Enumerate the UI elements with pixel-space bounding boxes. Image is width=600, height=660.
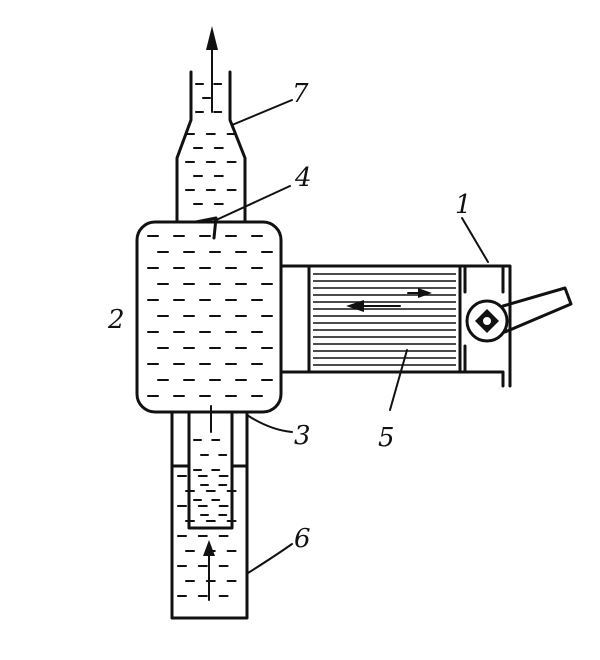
- label-7: 7: [292, 79, 309, 109]
- flow-arrow-icon: [346, 300, 401, 312]
- leader-5: [389, 349, 408, 411]
- flow-arrow-icon: [407, 288, 432, 298]
- flow-arrow-icon: [203, 540, 215, 601]
- valve-body: [465, 299, 509, 343]
- valve-center: [483, 317, 491, 325]
- label-4: 4: [294, 163, 312, 193]
- label-2: 2: [107, 305, 125, 335]
- liquid-fill: [147, 83, 273, 597]
- valve-handle: [501, 286, 573, 334]
- main-vessel-2: [135, 220, 283, 414]
- label-5: 5: [378, 423, 395, 453]
- leader-1: [461, 217, 489, 263]
- leader-6: [247, 543, 293, 574]
- label-1: 1: [455, 190, 472, 220]
- cylinder-5: [307, 264, 462, 374]
- nozzle-3: [187, 410, 234, 530]
- leader-4: [213, 185, 291, 222]
- outlet-pipe-7: [175, 70, 247, 224]
- end-housing-1: [458, 264, 512, 388]
- cylinder-ribs: [313, 273, 456, 366]
- label-3: 3: [294, 421, 311, 451]
- leader-3: [246, 414, 293, 433]
- flow-arrow-icon: [206, 26, 218, 113]
- leader-7: [231, 99, 293, 126]
- label-6: 6: [294, 524, 311, 554]
- baffle-4: [194, 216, 218, 240]
- supply-pipe-6: [170, 410, 249, 620]
- flange: [279, 264, 311, 374]
